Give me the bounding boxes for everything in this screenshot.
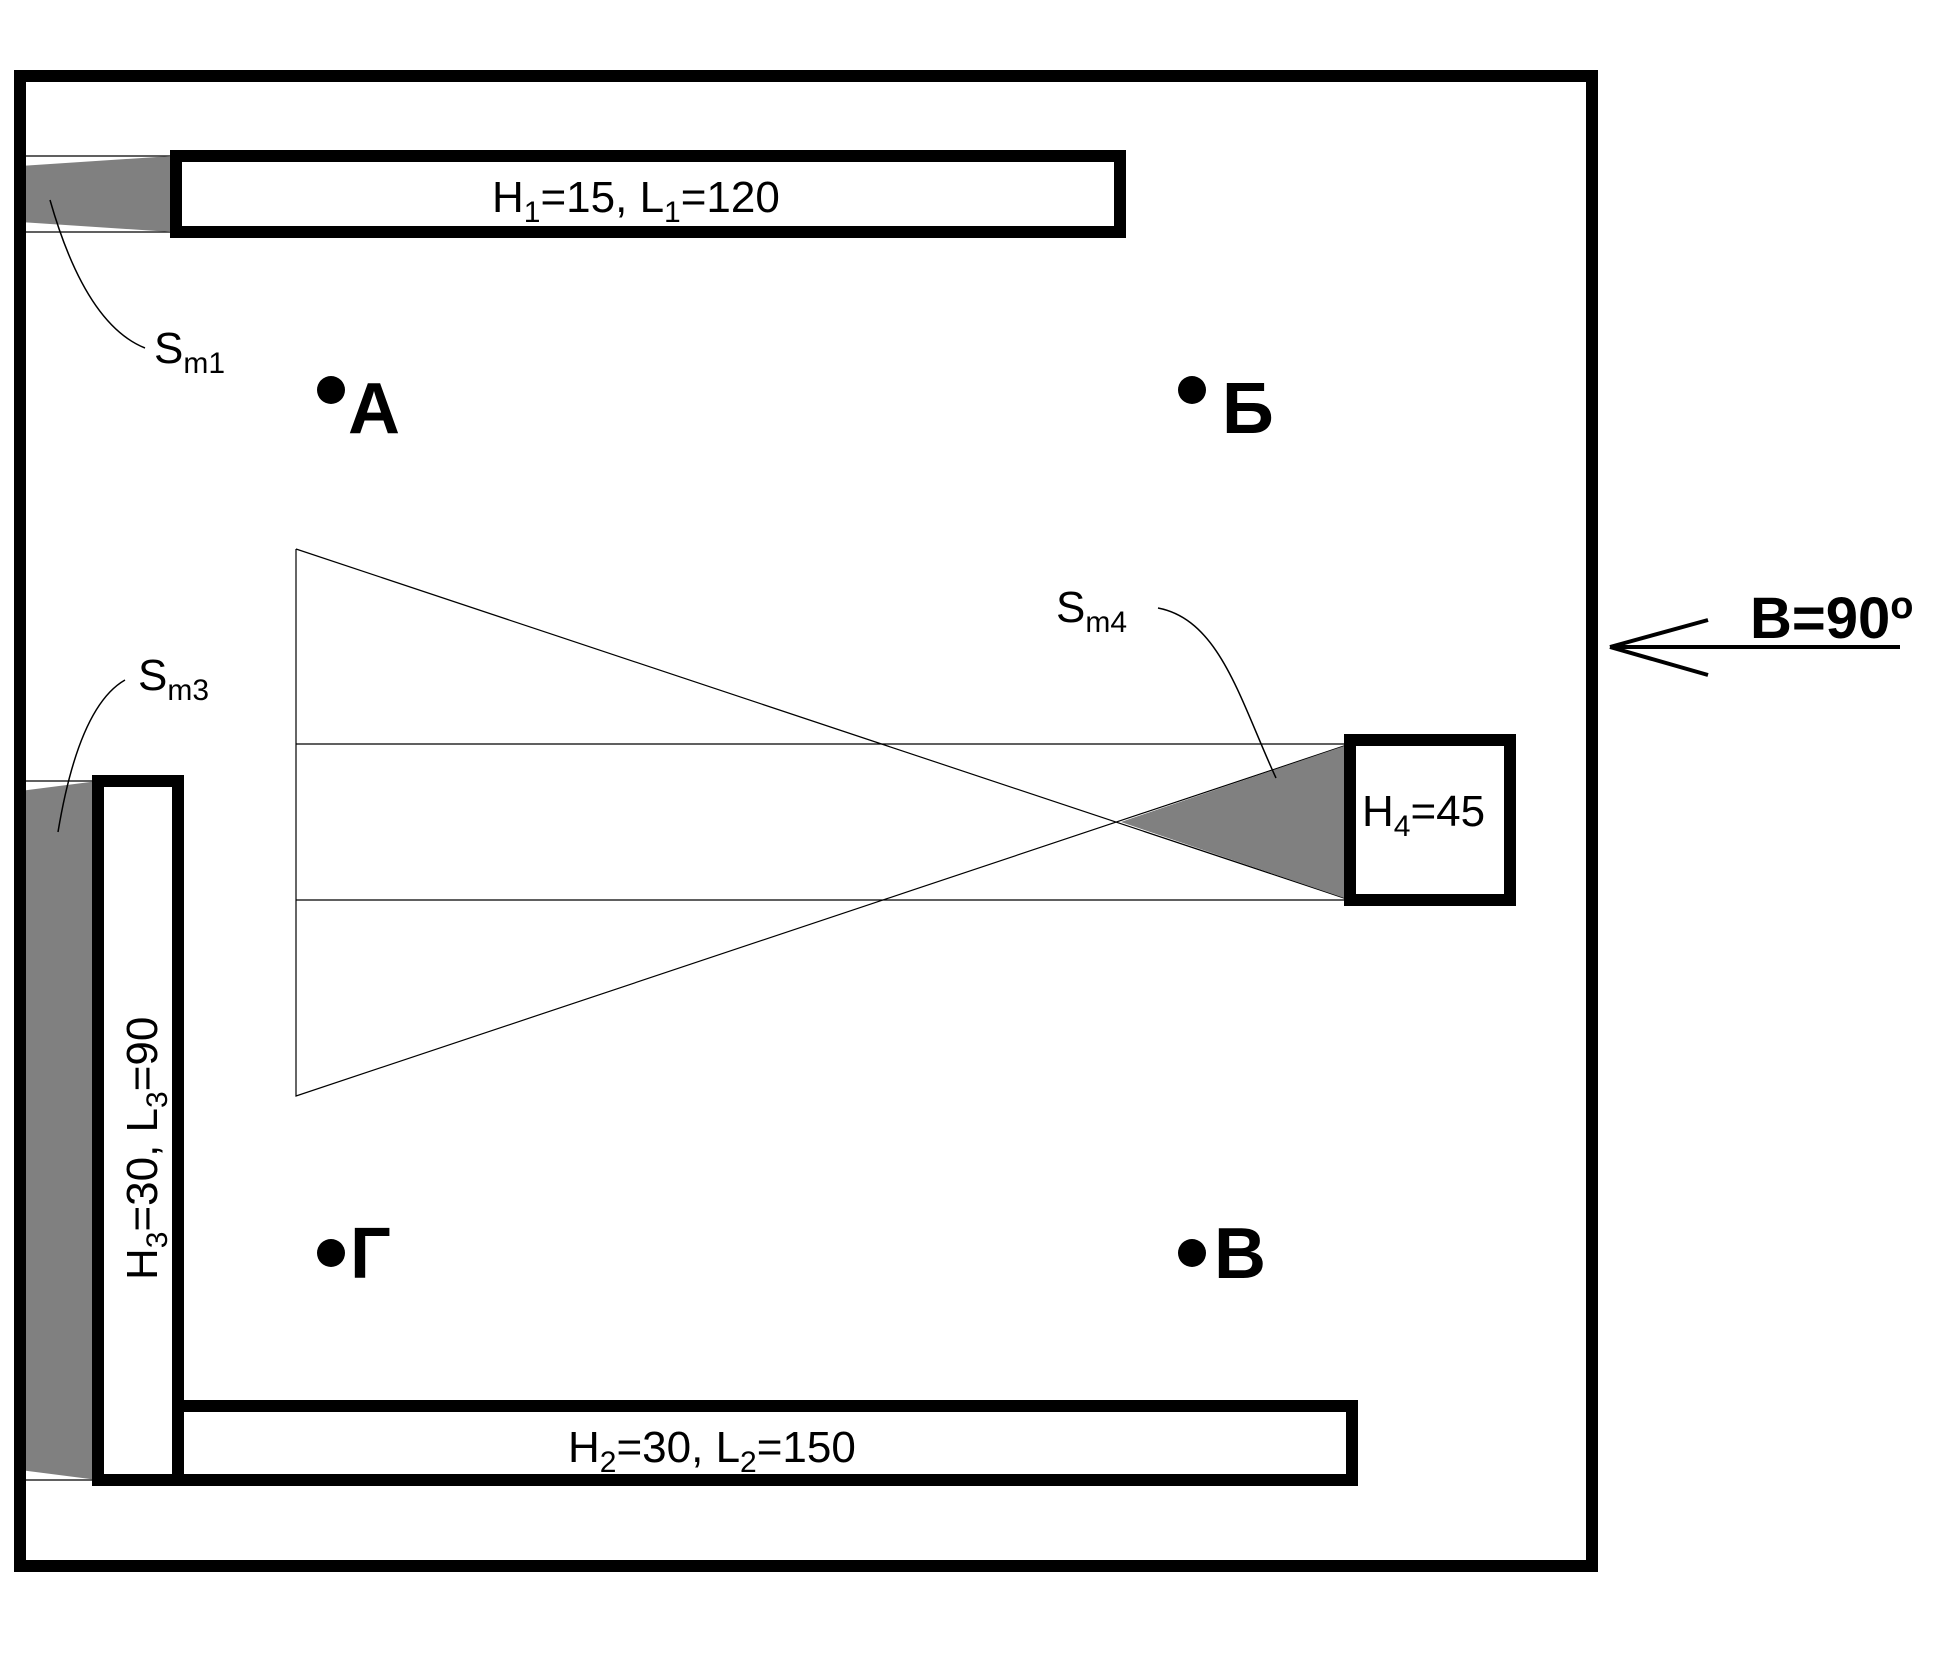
leader-sm3	[57, 679, 126, 833]
point-v-label: В	[1214, 1214, 1266, 1294]
building-4	[1344, 734, 1516, 906]
leader-lines	[49, 199, 1277, 833]
shadow-sm1	[20, 156, 172, 232]
point-g-label: Г	[350, 1214, 391, 1294]
shadows	[20, 156, 1350, 1480]
building-3-label: H3=30, L3=90	[118, 1017, 174, 1280]
building-2-label: H2=30, L2=150	[568, 1423, 856, 1479]
point-b-label: Б	[1222, 369, 1274, 449]
point-v-marker	[1178, 1239, 1206, 1267]
points: А Б Г В	[317, 369, 1274, 1294]
building-1	[170, 150, 1126, 238]
shadow-sm3-label: Sm3	[138, 651, 209, 707]
building-3	[92, 775, 184, 1486]
construction-triangle	[295, 549, 1351, 1097]
shadow-sm4	[1121, 744, 1350, 900]
site-boundary	[14, 70, 1598, 1572]
point-b-marker	[1178, 376, 1206, 404]
point-a-marker	[317, 376, 345, 404]
construction-lines	[20, 155, 1351, 1481]
building-4-label: H4=45	[1362, 787, 1485, 843]
leader-sm4	[1157, 607, 1277, 779]
point-g-marker	[317, 1239, 345, 1267]
construction-line	[295, 548, 1351, 901]
shadow-sm4-label: Sm4	[1056, 583, 1127, 639]
sun-direction-arrow-icon	[1609, 618, 1900, 677]
shadow-sm1-label: Sm1	[154, 324, 225, 380]
sun-angle-label: B=90o	[1750, 585, 1914, 651]
shadow-sm3	[20, 781, 98, 1480]
leader-sm1	[49, 199, 146, 349]
point-a-label: А	[348, 369, 400, 449]
building-1-label: H1=15, L1=120	[492, 173, 780, 229]
buildings	[92, 150, 1516, 1486]
